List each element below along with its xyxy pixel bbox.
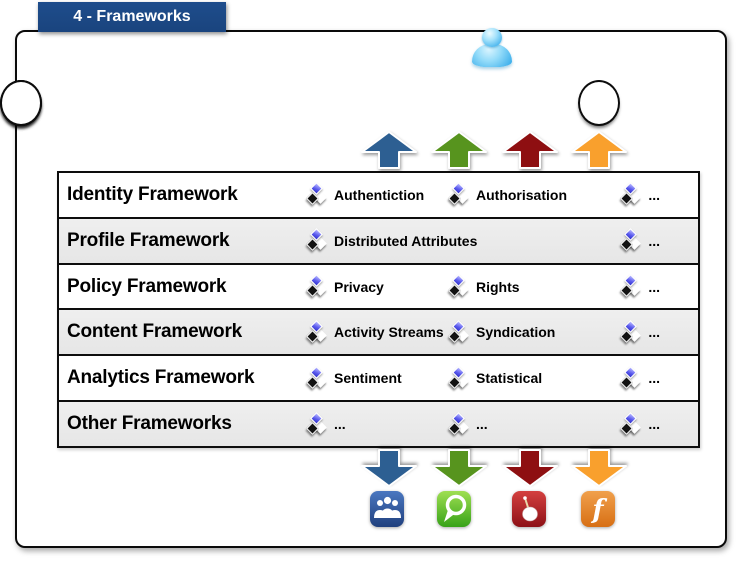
- framework-item-more: ...: [620, 182, 698, 206]
- framework-item: Syndication: [448, 320, 591, 344]
- framework-item-label: Activity Streams: [334, 324, 444, 341]
- down-arrow-icon: [502, 449, 558, 487]
- framework-name: Analytics Framework: [67, 367, 255, 389]
- myspace-app-icon: [369, 490, 405, 528]
- framework-name: Other Frameworks: [67, 413, 232, 435]
- framework-name: Profile Framework: [67, 229, 230, 251]
- framework-item: Activity Streams: [306, 320, 449, 344]
- framework-item: ...: [306, 411, 449, 436]
- framework-item-label: ...: [648, 186, 660, 203]
- framework-item-label: Statistical: [476, 370, 543, 387]
- letter-f-app-icon: f: [580, 490, 616, 528]
- up-arrow-icon: [361, 131, 417, 169]
- diamond-icon: [306, 411, 327, 436]
- framework-item-label: ...: [648, 324, 660, 341]
- framework-name: Content Framework: [67, 321, 243, 343]
- framework-item: ...: [448, 411, 591, 436]
- drum-app-icon: [511, 490, 547, 528]
- diamond-icon: [620, 182, 642, 206]
- framework-item-label: Syndication: [476, 324, 556, 341]
- table-row-identity: Identity Framework Authentiction Authori…: [59, 173, 698, 217]
- frameworks-table: Identity Framework Authentiction Authori…: [57, 171, 700, 448]
- framework-name: Policy Framework: [67, 275, 227, 297]
- framework-item-more: ...: [620, 320, 698, 344]
- up-arrow-icon: [431, 131, 487, 169]
- socket-circle: [0, 80, 42, 126]
- framework-item: Privacy: [306, 274, 449, 298]
- framework-item-more: ...: [620, 274, 698, 298]
- diamond-icon: [448, 182, 469, 206]
- framework-item-more: ...: [620, 365, 698, 390]
- framework-item: Statistical: [448, 365, 591, 390]
- diamond-icon: [620, 274, 642, 298]
- slide-title: 4 - Frameworks: [73, 8, 191, 25]
- diamond-icon: [306, 320, 327, 344]
- svg-text:f: f: [590, 495, 607, 525]
- table-row-profile: Profile Framework Distributed Attributes…: [59, 216, 698, 263]
- framework-item-label: ...: [334, 416, 346, 433]
- up-arrow-icon: [502, 131, 558, 169]
- framework-item-label: Authentiction: [334, 186, 425, 203]
- diamond-icon: [306, 365, 327, 390]
- diamond-icon: [620, 320, 642, 344]
- framework-item-label: ...: [476, 416, 488, 433]
- framework-item: Distributed Attributes: [306, 228, 478, 252]
- diamond-icon: [448, 411, 469, 436]
- framework-item-label: Authorisation: [476, 186, 567, 203]
- framework-name: Identity Framework: [67, 183, 238, 205]
- framework-item: Authorisation: [448, 182, 591, 206]
- framework-item-label: Rights: [476, 278, 520, 295]
- user-person-icon: [470, 28, 514, 68]
- person-head: [482, 28, 502, 47]
- framework-item-more: ...: [620, 228, 698, 252]
- table-row-analytics: Analytics Framework Sentiment Statistica…: [59, 354, 698, 401]
- framework-item-label: ...: [648, 416, 660, 433]
- framework-item-label: Sentiment: [334, 370, 402, 387]
- table-row-content: Content Framework Activity Streams Syndi…: [59, 308, 698, 355]
- framework-item-label: ...: [648, 278, 660, 295]
- diamond-icon: [620, 411, 642, 436]
- diamond-icon: [306, 274, 327, 298]
- framework-item: Rights: [448, 274, 591, 298]
- diamond-icon: [306, 228, 327, 252]
- socket-circle: [578, 80, 620, 126]
- table-row-policy: Policy Framework Privacy Rights ...: [59, 262, 698, 309]
- diamond-icon: [306, 182, 327, 206]
- diamond-icon: [620, 365, 642, 390]
- person-body: [472, 44, 512, 67]
- diamond-icon: [448, 274, 469, 298]
- down-arrow-icon: [571, 449, 627, 487]
- slide-title-tab: 4 - Frameworks: [38, 2, 226, 32]
- down-arrow-icon: [361, 449, 417, 487]
- framework-item: Authentiction: [306, 182, 449, 206]
- diamond-icon: [448, 365, 469, 390]
- down-arrow-icon: [431, 449, 487, 487]
- framework-item-label: Distributed Attributes: [334, 232, 478, 249]
- framework-item-more: ...: [620, 411, 698, 436]
- framework-item: Sentiment: [306, 365, 449, 390]
- chat-bubble-app-icon: [436, 490, 472, 528]
- framework-item-label: ...: [648, 232, 660, 249]
- framework-item-label: ...: [648, 370, 660, 387]
- up-arrow-icon: [571, 131, 627, 169]
- table-row-other: Other Frameworks ... ... ...: [59, 400, 698, 446]
- diamond-icon: [620, 228, 642, 252]
- framework-item-label: Privacy: [334, 278, 384, 295]
- diamond-icon: [448, 320, 469, 344]
